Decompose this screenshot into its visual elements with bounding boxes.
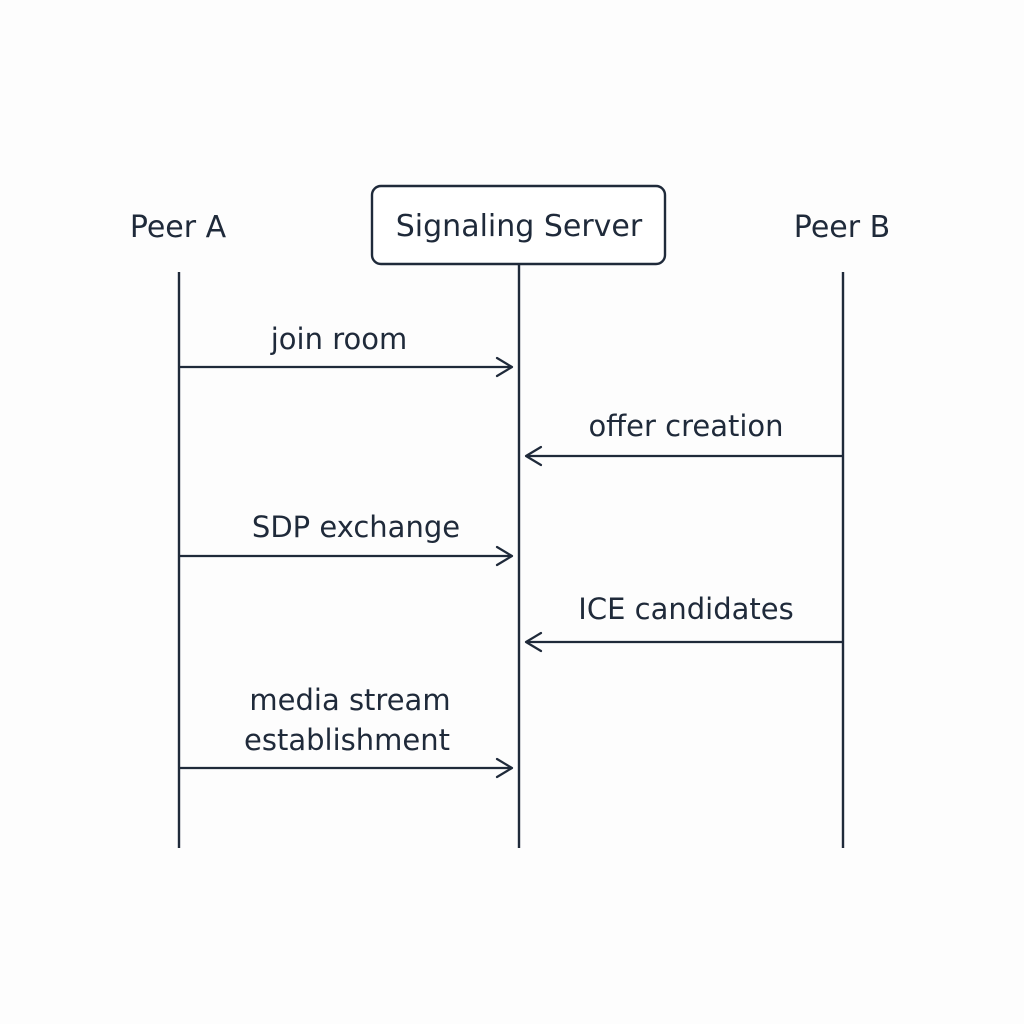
participant-label-signaling-server: Signaling Server [396,209,643,244]
message-sdp-exchange: SDP exchange [179,510,514,567]
participant-label-peer-a: Peer A [130,210,227,245]
participant-peer-b: Peer B [794,210,890,848]
arrow-head-left-icon [524,631,543,653]
participant-label-peer-b: Peer B [794,210,890,245]
participant-peer-a: Peer A [130,210,227,848]
arrow-head-right-icon [495,545,514,567]
message-label: join room [270,322,407,356]
message-label-line-2: establishment [244,723,450,757]
arrow-head-left-icon [524,445,543,467]
message-label: ICE candidates [578,592,793,626]
message-label: offer creation [588,409,783,443]
participant-box-signaling-server [370,184,667,266]
message-media-stream-establishment: media stream establishment [179,683,514,779]
message-label: SDP exchange [252,510,460,544]
participant-signaling-server: Signaling Server [370,184,667,848]
arrow-head-right-icon [495,757,514,779]
message-offer-creation: offer creation [524,409,843,467]
message-ice-candidates: ICE candidates [524,592,843,653]
message-join-room: join room [179,322,514,378]
arrow-head-right-icon [495,356,514,378]
message-label-line-1: media stream [249,683,450,717]
